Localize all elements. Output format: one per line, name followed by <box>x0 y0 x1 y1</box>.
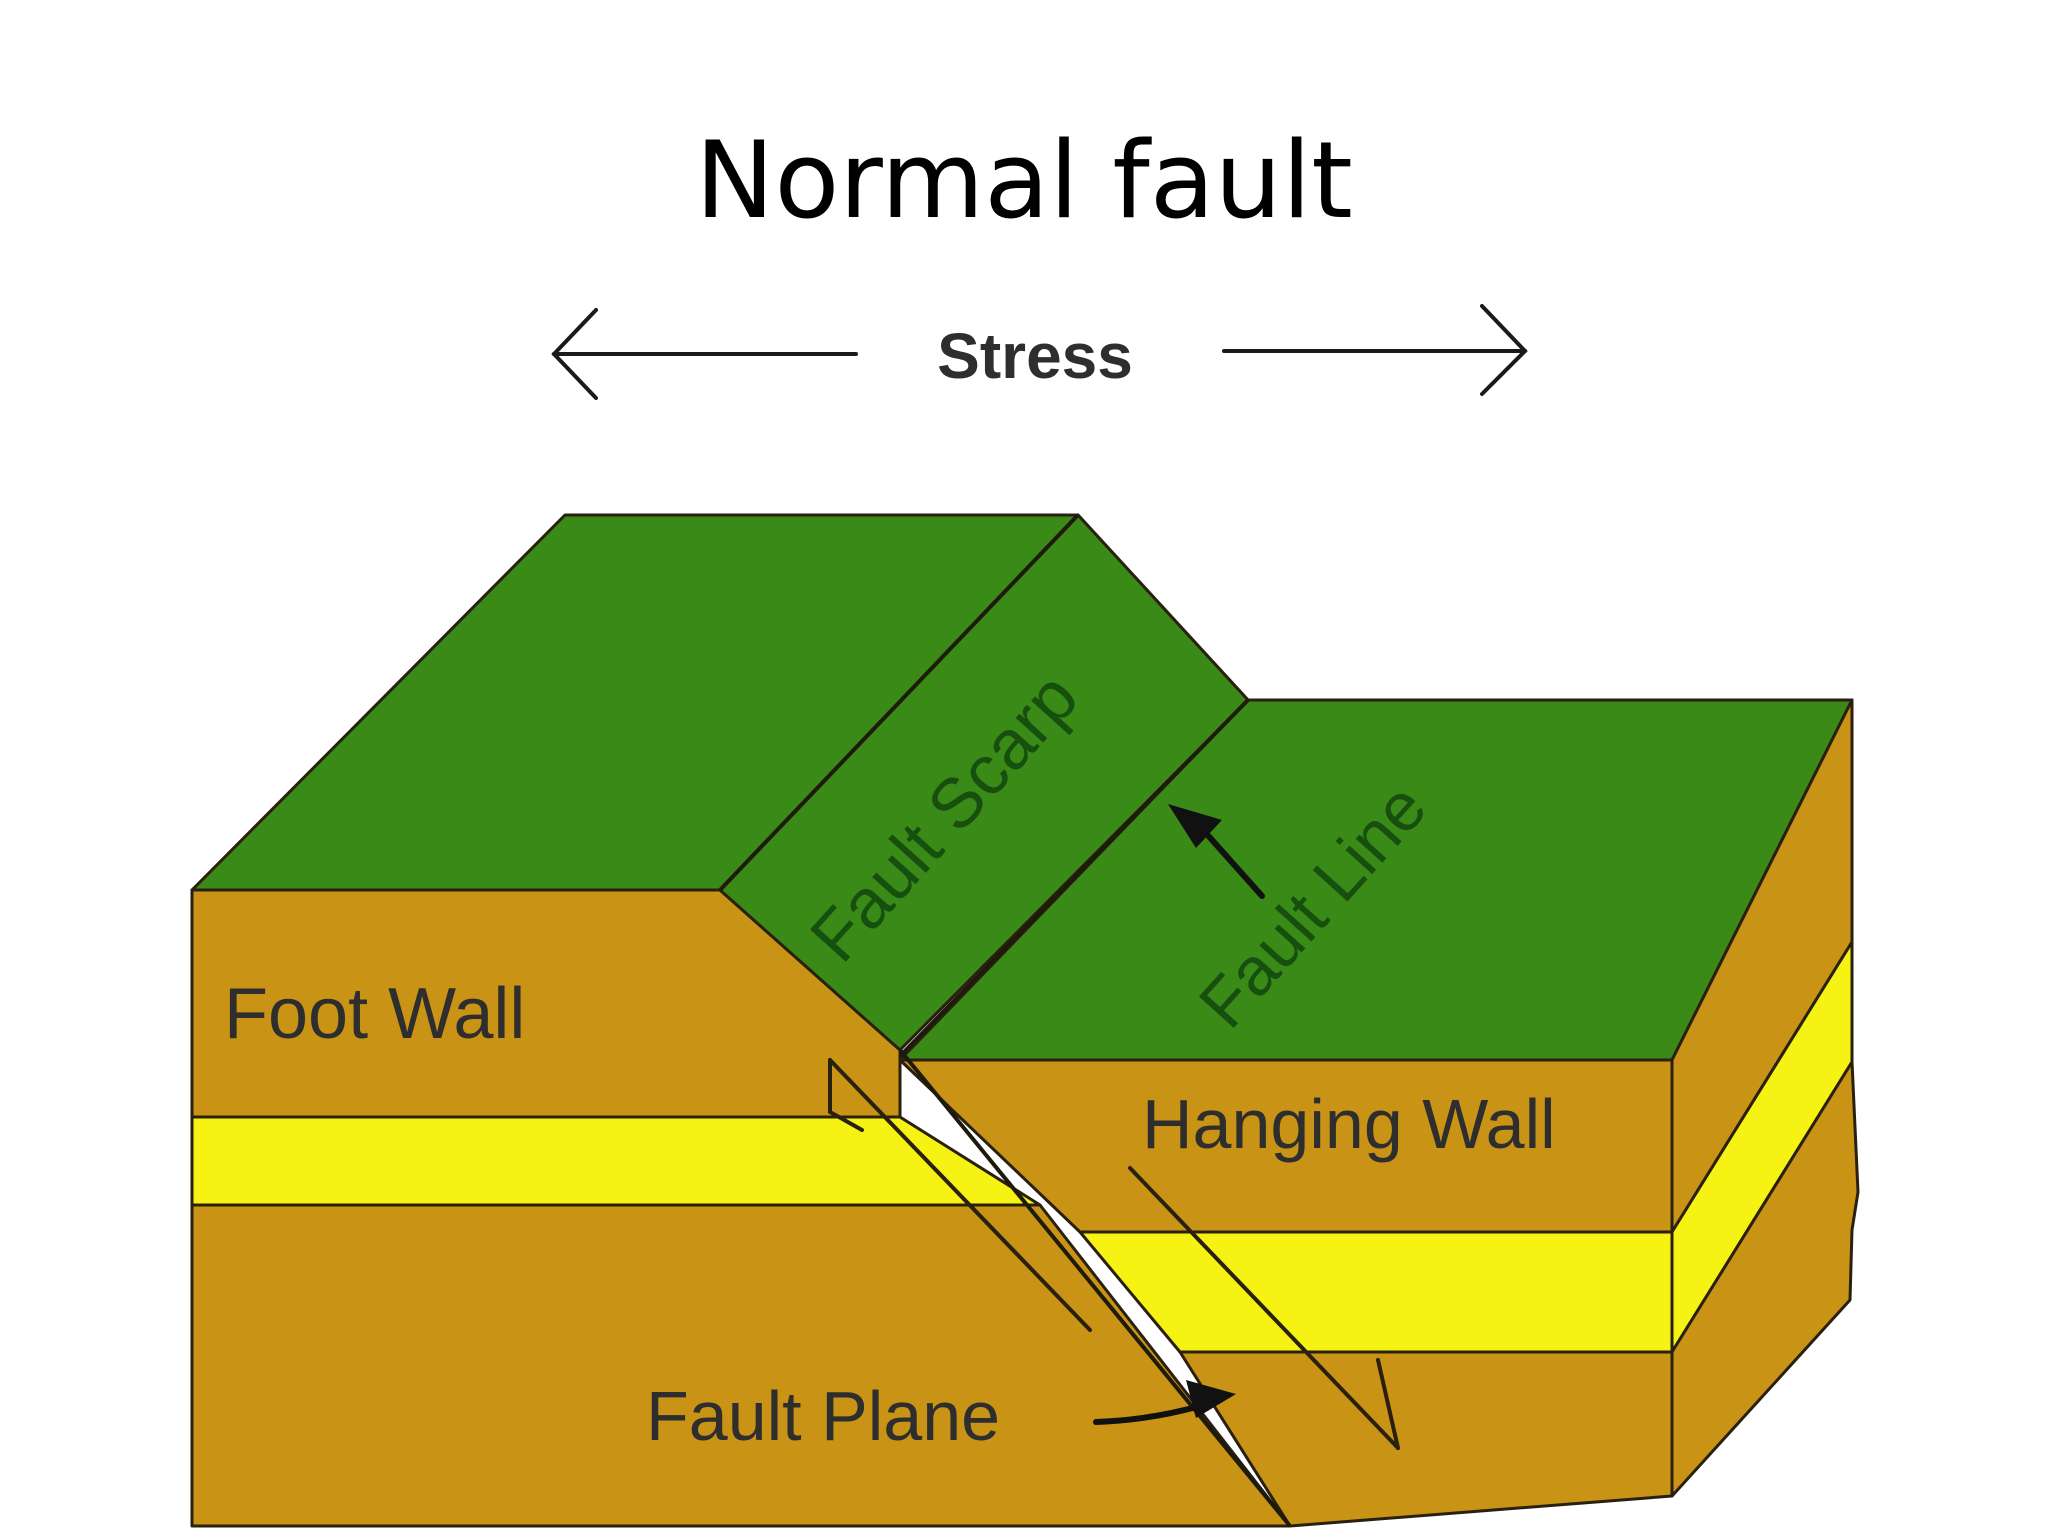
scarp-upper-edge <box>718 513 1080 892</box>
stress-left-arrowhead-icon <box>551 308 598 400</box>
fault-plane-label: Fault Plane <box>646 1377 1000 1455</box>
fault-plane-trace <box>898 1048 1292 1528</box>
slide-title: Normal fault <box>695 119 1353 242</box>
hanging-wall-block <box>898 698 1860 1528</box>
fault-lines <box>718 513 1292 1528</box>
foot-wall-label: Foot Wall <box>224 974 525 1054</box>
stress-right-arrowhead-icon <box>1480 304 1528 396</box>
foot-wall-block <box>190 513 1292 1528</box>
fault-line-pointer <box>1168 804 1265 899</box>
hanging-wall-slip-arrow <box>1128 1166 1400 1450</box>
hanging-wall-slip-arrowhead-icon <box>1376 1358 1400 1450</box>
hanging-wall-label: Hanging Wall <box>1142 1085 1556 1163</box>
stress-label: Stress <box>937 320 1133 392</box>
foot-wall-sand-layer <box>190 1115 1042 1207</box>
stress-indicator <box>551 304 1528 400</box>
foot-wall-slip-arrowhead-icon <box>828 1058 864 1132</box>
fault-line-pointer-arrowhead-icon <box>1168 804 1222 848</box>
hanging-wall-sand-layer <box>1078 1230 1674 1354</box>
foot-wall-slip-arrow <box>828 1058 1092 1332</box>
fault-plane-pointer <box>1093 1380 1236 1425</box>
fault-plane-pointer-shaft <box>1093 1403 1203 1425</box>
foot-wall-upper-rock <box>190 888 902 1119</box>
fault-line <box>898 698 1250 1058</box>
fault-plane-pointer-arrowhead-icon <box>1186 1380 1236 1418</box>
slip-arrows <box>828 1058 1400 1450</box>
hanging-wall-side-lower <box>1670 1060 1860 1498</box>
